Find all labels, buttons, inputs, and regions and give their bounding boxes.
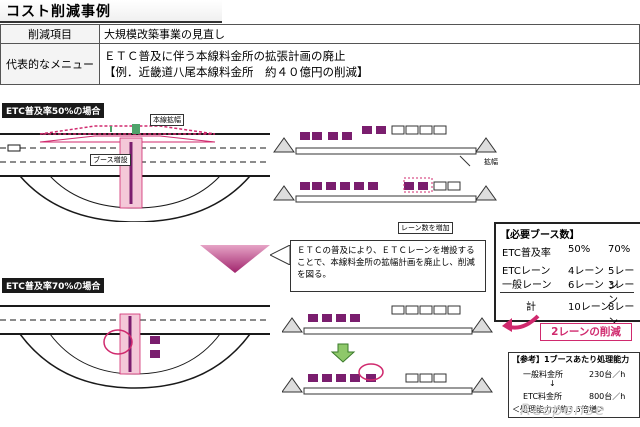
watermark: Response xyxy=(520,400,606,419)
info-table: 削減項目 大規模改築事業の見直し 代表的なメニュー ＥＴＣ普及に伴う本線料金所の… xyxy=(0,24,640,85)
booth-total-label: 計 xyxy=(526,302,536,313)
reduction-arrow-icon xyxy=(502,314,540,332)
plan-diagram-70 xyxy=(0,305,270,389)
row-label: 削減項目 xyxy=(0,24,100,44)
booth-total-50: 10レーン xyxy=(568,302,611,313)
capacity-etc-label: ETC料金所 xyxy=(523,392,563,401)
booth-row-70: 5レーン xyxy=(608,266,635,292)
capacity-general-label: 一般料金所 xyxy=(523,370,563,379)
row-label: 代表的なメニュー xyxy=(0,43,100,85)
booth-row-50: 6レーン xyxy=(568,280,604,291)
booth-row-70: 70% xyxy=(608,244,631,255)
page-title-bar: コスト削減事例 xyxy=(0,0,222,23)
expansion-label: 拡幅 xyxy=(484,158,498,166)
booth-row-label: ETC普及率 xyxy=(502,248,551,259)
transition-arrow-icon xyxy=(200,245,270,273)
capacity-general-value: 230台／h xyxy=(589,370,626,379)
reduction-badge: 2レーンの削減 xyxy=(540,323,632,341)
booth-table-divider xyxy=(500,292,634,293)
booth-expansion-label: ブース増設 xyxy=(90,154,131,166)
menu-line-1: ＥＴＣ普及に伴う本線料金所の拡張計画の廃止 xyxy=(104,49,346,63)
booth-total-70: 8レーン xyxy=(608,302,635,328)
page-title: コスト削減事例 xyxy=(6,4,111,20)
table-row: 代表的なメニュー ＥＴＣ普及に伴う本線料金所の拡張計画の廃止 【例．近畿道八尾本… xyxy=(0,43,640,85)
down-arrow-icon: ↓ xyxy=(549,379,556,388)
booth-row-label: 一般レーン xyxy=(502,280,552,291)
capacity-reference-box: 【参考】1ブースあたり処理能力 一般料金所 230台／h ↓ ETC料金所 80… xyxy=(508,352,640,418)
lane-diagram-50 xyxy=(273,125,497,203)
booth-row-70: 3レーン xyxy=(608,280,635,306)
booth-row-50: 50% xyxy=(568,244,591,255)
row-value-cell: ＥＴＣ普及に伴う本線料金所の拡張計画の廃止 【例．近畿道八尾本線料金所 約４０億… xyxy=(99,43,640,85)
scenario-50-label: ETC普及率50%の場合 xyxy=(2,103,105,118)
table-row: 削減項目 大規模改築事業の見直し xyxy=(0,24,640,44)
capacity-note: ＜処理能力が約3.5倍増＞ xyxy=(512,405,605,414)
capacity-title: 【参考】1ブースあたり処理能力 xyxy=(512,355,630,364)
booth-row-label: ETCレーン xyxy=(502,266,551,277)
capacity-etc-value: 800台／h xyxy=(589,392,626,401)
row-value: 大規模改築事業の見直し xyxy=(99,24,640,44)
booth-table-title: 【必要ブース数】 xyxy=(500,230,580,241)
lane-diagram-70 xyxy=(282,305,493,395)
main-expansion-label: 本線拡幅 xyxy=(150,114,184,126)
booth-row-50: 4レーン xyxy=(568,266,604,277)
explanation-box: ＥＴＣの普及により、ＥＴＣレーンを増設することで、本線料金所の拡幅計画を廃止し、… xyxy=(290,240,486,292)
scenario-70-label: ETC普及率70%の場合 xyxy=(2,278,105,293)
pointer-arrow-icon xyxy=(270,245,291,265)
menu-line-2: 【例．近畿道八尾本線料金所 約４０億円の削減】 xyxy=(104,65,369,79)
required-booth-table: 【必要ブース数】 ETC普及率 50% 70% ETCレーン 4レーン 5レーン… xyxy=(494,222,640,328)
lane-increase-label: レーン数を増加 xyxy=(398,222,453,234)
plan-diagram-50 xyxy=(0,124,270,222)
